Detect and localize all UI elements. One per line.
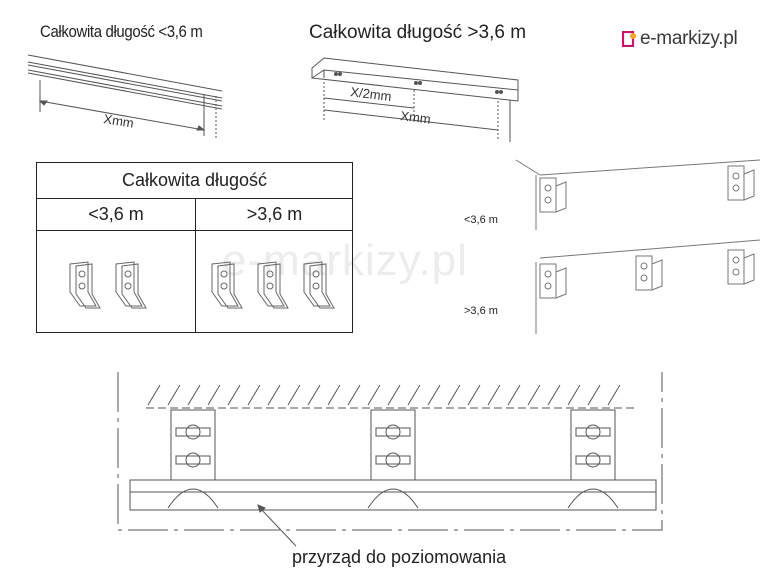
table-col-long: >3,6 m [196,199,353,231]
dim-short-x: Xmm [103,111,135,131]
wall-label-short: <3,6 m [464,214,498,226]
dim-long-half: X/2mm [350,84,393,104]
wall-label-long: >3,6 m [464,305,498,317]
watermark: e-markizy.pl [222,236,468,285]
wall-diagram [515,159,761,334]
logo-icon [621,30,636,48]
dim-long-x: Xmm [400,108,432,127]
leveling-diagram [117,372,663,547]
title-short-length: Całkowita długość <3,6 m [40,22,203,41]
table-brackets-short [69,261,147,309]
table-header: Całkowita długość [37,163,352,199]
rail-long-drawing [311,57,519,142]
title-long-length: Całkowita długość >3,6 m [309,22,527,43]
rail-short-drawing [27,54,223,140]
logo-text: e-markizy.pl [640,28,738,49]
table-divider [195,230,196,333]
table-col-short: <3,6 m [37,199,196,231]
table-brackets-long [211,261,335,309]
logo: e-markizy.pl [621,28,738,50]
leveling-tool-caption: przyrząd do poziomowania [292,547,507,567]
length-table: Całkowita długość <3,6 m >3,6 m [36,162,353,333]
